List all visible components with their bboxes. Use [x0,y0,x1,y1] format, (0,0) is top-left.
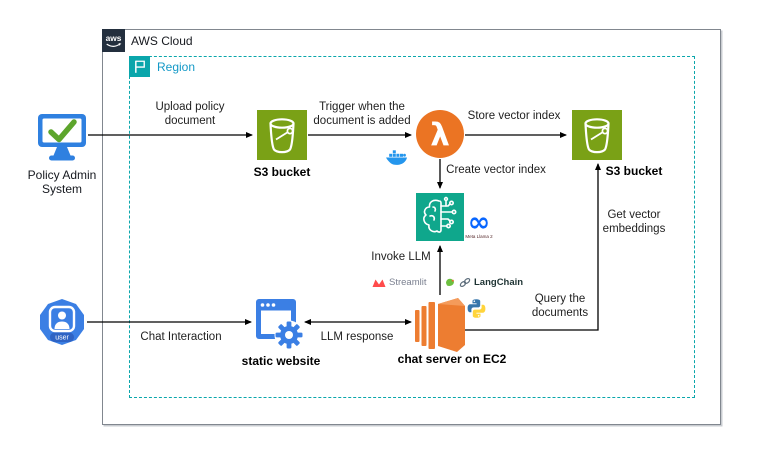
meta-logo-icon: ∞ [467,207,491,238]
policy-admin-label-line2: System [41,182,83,196]
get-vector-line2: embeddings [602,222,666,235]
meta-llama-badge: ∞ Meta Llama 2 [462,207,496,239]
langchain-parrot-icon [446,278,454,287]
policy-admin-label: Policy Admin System [28,168,97,196]
region-flag-icon [129,56,150,77]
upload-policy-line2: document [164,114,216,127]
s3-bucket-right-label: S3 bucket [605,164,663,178]
user-label: user [55,335,69,342]
trigger-line2: document is added [313,114,411,127]
langchain-label: LangChain [474,277,524,288]
upload-policy-line1: Upload policy [155,101,225,113]
aws-cloud-label: AWS Cloud [131,34,193,48]
policy-admin-icon [36,109,88,167]
llm-response-label: LLM response [320,331,394,343]
ec2-label: chat server on EC2 [397,352,507,366]
s3-bucket-left-icon [257,110,307,165]
ml-model-icon [416,193,464,246]
upload-policy-label: Upload policy document [155,101,224,128]
get-vector-label: Get vector embeddings [603,209,666,236]
svg-text:aws: aws [106,33,122,43]
streamlit-label: Streamlit [389,277,427,288]
query-docs-line1: Query the [534,293,586,305]
streamlit-badge: Streamlit [372,277,426,288]
static-website-icon [255,298,305,357]
aws-cloud-group: aws AWS Cloud Region [102,29,721,425]
lambda-glyph: λ [430,117,450,153]
s3-bucket-left-label: S3 bucket [253,165,311,179]
query-docs-line2: documents [531,306,589,319]
meta-llama-label: Meta Llama 2 [465,234,493,239]
user-icon: user [38,298,86,351]
trigger-line1: Trigger when the [319,101,405,113]
create-vector-label: Create vector index [446,164,546,176]
query-docs-label: Query the documents [532,293,588,320]
docker-icon [385,148,409,171]
trigger-label: Trigger when the document is added [313,101,410,128]
static-website-label: static website [241,354,321,368]
store-vector-label: Store vector index [467,110,561,122]
s3-bucket-right-icon [572,110,622,165]
region-group: Region [129,56,695,398]
lambda-icon: λ [416,110,464,163]
python-icon [466,298,487,324]
ec2-icon [415,296,465,358]
aws-logo-icon: aws [102,29,125,52]
get-vector-line1: Get vector [607,209,661,221]
region-label: Region [157,60,196,74]
streamlit-crown-icon [372,279,386,287]
invoke-llm-label: Invoke LLM [371,251,431,263]
langchain-link-icon [459,277,471,288]
chat-interaction-label: Chat Interaction [140,331,222,343]
langchain-badge: LangChain [445,277,523,288]
policy-admin-label-line1: Policy Admin [27,168,97,182]
